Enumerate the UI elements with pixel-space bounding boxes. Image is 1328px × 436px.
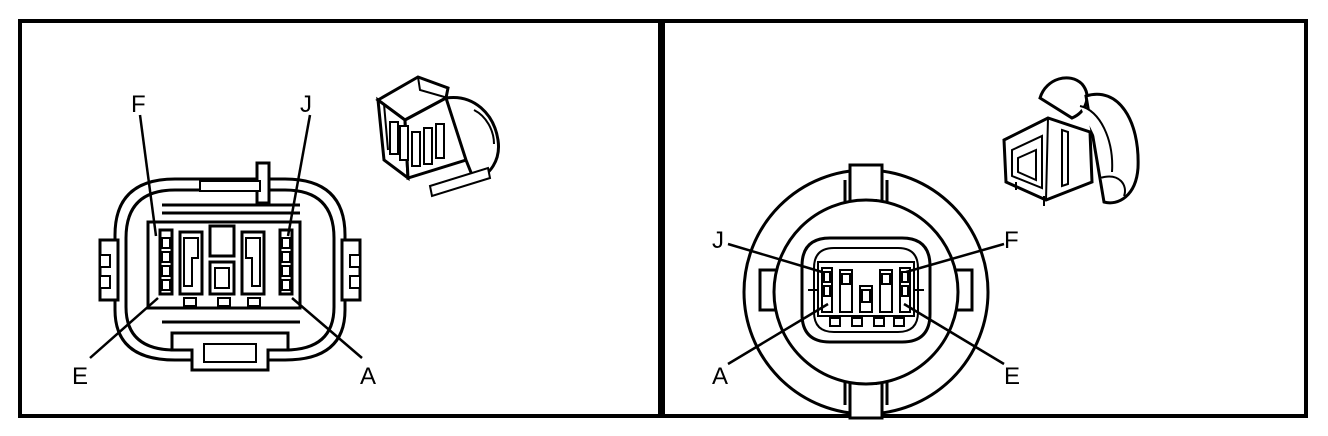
right-connector-end-view	[742, 163, 990, 420]
right-leader-J	[727, 242, 823, 274]
left-panel: F J E A	[72, 75, 500, 390]
left-side-tab-right	[340, 238, 362, 302]
right-connector-perspective-view	[1002, 76, 1140, 206]
right-panel: J F A E	[712, 76, 1140, 420]
left-leader-F	[138, 114, 158, 237]
left-label-top-right: J	[300, 91, 312, 118]
right-label-top-right: F	[1004, 227, 1019, 254]
left-label-bottom-right: A	[360, 363, 376, 390]
left-leader-J	[286, 114, 312, 237]
right-label-bottom-left: A	[712, 363, 728, 390]
left-connector-end-view	[98, 161, 362, 372]
left-side-tab-left	[98, 238, 120, 302]
right-leader-F	[905, 242, 1005, 274]
left-connector-perspective-view	[375, 75, 500, 198]
left-label-top-left: F	[131, 91, 146, 118]
right-leader-E	[903, 302, 1005, 366]
left-leader-A	[291, 297, 363, 359]
right-leader-A	[727, 302, 829, 366]
right-label-bottom-right: E	[1004, 363, 1020, 390]
left-label-bottom-left: E	[72, 363, 88, 390]
right-label-top-left: J	[712, 227, 724, 254]
left-leader-E	[89, 297, 159, 359]
right-panel-frame	[661, 19, 1308, 418]
